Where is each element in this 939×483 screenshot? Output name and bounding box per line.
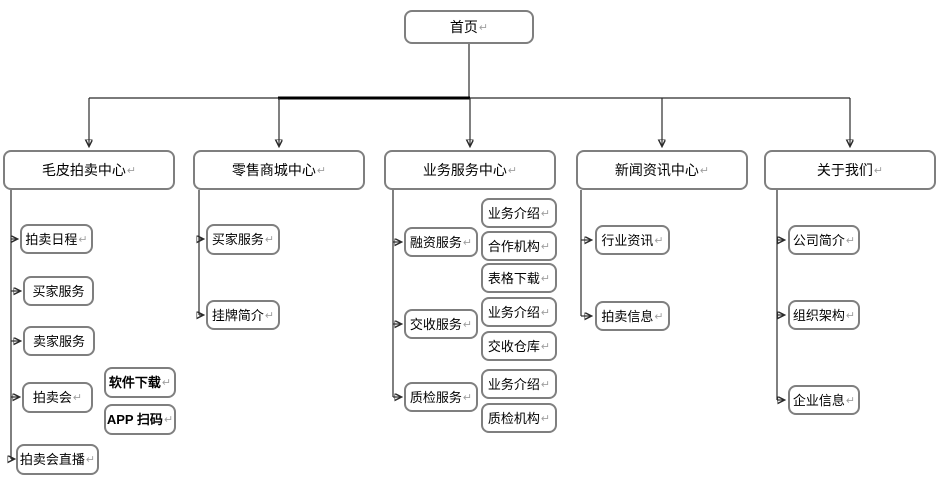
node-label: 交收仓库 — [487, 338, 540, 354]
node-label: 关于我们 — [816, 162, 873, 178]
return-mark-icon: ↵ — [72, 392, 83, 404]
node-software-download: 软件下载↵ — [104, 367, 176, 398]
return-mark-icon: ↵ — [540, 207, 551, 220]
node-app-qr-code: APP 扫码↵ — [104, 404, 176, 435]
node-business-intro-delivery: 业务介绍↵ — [481, 297, 557, 327]
node-company-profile: 公司简介↵ — [788, 225, 860, 255]
node-business-service-center: 业务服务中心↵ — [384, 150, 556, 190]
node-label: 新闻资讯中心 — [614, 162, 699, 178]
node-label: 组织架构 — [792, 307, 845, 323]
node-label: 买家服务 — [32, 283, 85, 299]
return-mark-icon: ↵ — [462, 236, 473, 249]
node-label: 拍卖信息 — [601, 308, 654, 324]
return-mark-icon: ↵ — [462, 318, 473, 331]
node-label: 毛皮拍卖中心 — [41, 162, 126, 178]
node-seller-services: 卖家服务 — [23, 326, 95, 356]
node-quality-inspection-services: 质检服务↵ — [404, 382, 478, 412]
node-label: 挂牌简介 — [211, 307, 264, 323]
node-label: 企业信息 — [792, 392, 845, 408]
node-label: 业务介绍 — [487, 304, 540, 320]
return-mark-icon: ↵ — [540, 378, 551, 391]
node-news-center: 新闻资讯中心↵ — [576, 150, 748, 190]
node-label: 业务介绍 — [487, 376, 540, 392]
return-mark-icon: ↵ — [540, 306, 551, 319]
node-label: 行业资讯 — [601, 232, 654, 248]
node-delivery-warehouse: 交收仓库↵ — [481, 331, 557, 361]
return-mark-icon: ↵ — [540, 272, 551, 285]
node-label: APP 扫码 — [106, 412, 163, 427]
return-mark-icon: ↵ — [845, 234, 856, 247]
return-mark-icon: ↵ — [845, 309, 856, 322]
node-buyer-services-mall: 买家服务↵ — [206, 224, 280, 255]
node-fur-auction-center: 毛皮拍卖中心↵ — [3, 150, 175, 190]
node-business-intro-quality: 业务介绍↵ — [481, 369, 557, 399]
node-label: 买家服务 — [211, 232, 264, 247]
node-label: 拍卖会 — [32, 390, 72, 405]
return-mark-icon: ↵ — [873, 164, 884, 177]
return-mark-icon: ↵ — [654, 234, 664, 247]
node-label: 零售商城中心 — [231, 162, 316, 178]
return-mark-icon: ↵ — [163, 414, 174, 426]
return-mark-icon: ↵ — [161, 377, 172, 389]
node-industry-news: 行业资讯↵ — [595, 225, 670, 255]
return-mark-icon: ↵ — [540, 240, 551, 253]
return-mark-icon: ↵ — [462, 391, 473, 404]
return-mark-icon: ↵ — [316, 164, 327, 177]
node-form-download: 表格下载↵ — [481, 263, 557, 293]
return-mark-icon: ↵ — [78, 233, 88, 246]
node-company-info: 企业信息↵ — [788, 385, 860, 415]
node-auction-live-stream: 拍卖会直播↵ — [16, 444, 99, 475]
node-auction-event: 拍卖会↵ — [22, 382, 93, 413]
node-label: 软件下载 — [108, 375, 161, 390]
node-buyer-services-auction: 买家服务 — [23, 276, 94, 306]
node-financing-services: 融资服务↵ — [404, 227, 478, 257]
return-mark-icon: ↵ — [540, 412, 551, 425]
node-label: 质检服务 — [409, 389, 462, 405]
node-label: 业务服务中心 — [422, 162, 507, 178]
return-mark-icon: ↵ — [85, 454, 96, 466]
node-retail-mall-center: 零售商城中心↵ — [193, 150, 365, 190]
node-auction-schedule: 拍卖日程↵ — [20, 224, 93, 254]
node-label: 交收服务 — [409, 316, 462, 332]
node-label: 融资服务 — [409, 234, 462, 250]
node-partner-institutions: 合作机构↵ — [481, 231, 557, 261]
return-mark-icon: ↵ — [540, 340, 551, 353]
node-label: 首页 — [449, 19, 478, 35]
return-mark-icon: ↵ — [264, 234, 275, 246]
node-business-intro-financing: 业务介绍↵ — [481, 198, 557, 228]
return-mark-icon: ↵ — [507, 164, 518, 177]
node-home: 首页↵ — [404, 10, 534, 44]
return-mark-icon: ↵ — [654, 310, 664, 323]
node-delivery-services: 交收服务↵ — [404, 309, 478, 339]
node-quality-inspection-agency: 质检机构↵ — [481, 403, 557, 433]
node-auction-news: 拍卖信息↵ — [595, 301, 670, 331]
node-label: 合作机构 — [487, 238, 540, 254]
node-label: 公司简介 — [792, 232, 845, 248]
return-mark-icon: ↵ — [699, 164, 710, 177]
node-label: 质检机构 — [487, 410, 540, 426]
node-organization-structure: 组织架构↵ — [788, 300, 860, 330]
node-label: 拍卖日程 — [25, 231, 78, 247]
return-mark-icon: ↵ — [845, 394, 856, 407]
node-label: 卖家服务 — [32, 333, 85, 349]
node-about-us: 关于我们↵ — [764, 150, 936, 190]
return-mark-icon: ↵ — [264, 309, 275, 322]
node-label: 拍卖会直播 — [19, 452, 85, 467]
return-mark-icon: ↵ — [478, 21, 489, 34]
node-listing-intro: 挂牌简介↵ — [206, 300, 280, 330]
node-label: 业务介绍 — [487, 205, 540, 221]
node-label: 表格下载 — [487, 270, 540, 286]
return-mark-icon: ↵ — [126, 164, 137, 177]
